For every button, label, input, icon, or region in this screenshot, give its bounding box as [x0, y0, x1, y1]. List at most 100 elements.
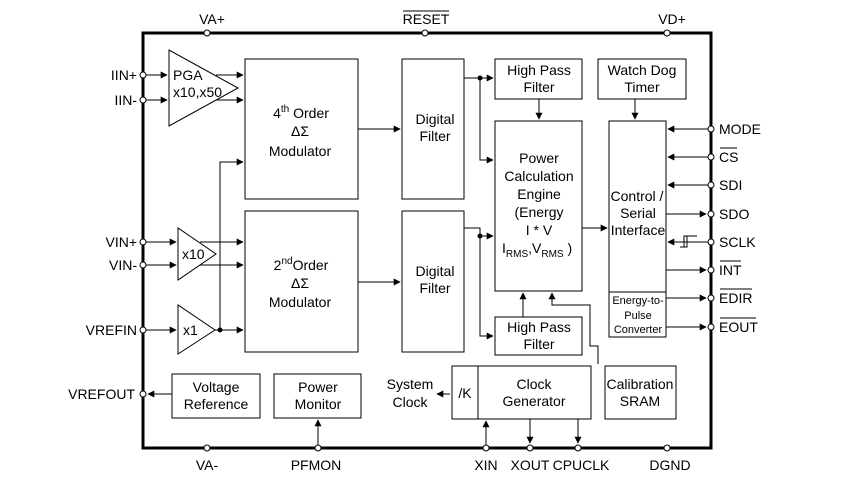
wire-filter2-to-hpf2	[479, 236, 494, 340]
pin-iin-minus	[139, 96, 147, 104]
pin-xout	[526, 444, 534, 452]
hpf2-line1: High Pass	[507, 319, 571, 335]
pin-vin-minus	[139, 261, 147, 269]
calsram-line2: SRAM	[620, 393, 660, 409]
pin-xin	[482, 444, 490, 452]
pin-cpuclk	[574, 444, 582, 452]
engine-line1: Power	[519, 150, 559, 166]
pin-cs	[707, 153, 715, 161]
pin-vin-plus	[139, 238, 147, 246]
wire-filter2-to-engine	[464, 227, 494, 240]
modulator-4th-order	[244, 58, 359, 200]
label-iin-plus: IIN+	[111, 67, 137, 83]
mod4-name: Modulator	[269, 143, 332, 159]
energy-to-pulse-converter	[608, 291, 667, 338]
pin-int	[707, 266, 715, 274]
amp-x10	[177, 227, 217, 281]
label-dgnd: DGND	[649, 457, 690, 473]
control-line3: Interface	[611, 222, 666, 238]
pin-sdi	[707, 181, 715, 189]
calibration-sram	[604, 365, 677, 420]
amp-x1	[177, 304, 216, 355]
wire-filter1-to-engine	[479, 78, 494, 164]
label-va-minus: VA-	[196, 457, 219, 473]
pin-vrefout	[139, 390, 147, 398]
engine-line5: I * V	[526, 222, 553, 238]
label-vin-minus: VIN-	[109, 257, 137, 273]
junction-filter2	[477, 233, 483, 239]
clock-generator	[477, 365, 592, 420]
pin-vrefin	[139, 326, 147, 334]
modulator-2nd-order	[244, 210, 359, 353]
engine-line3: Engine	[517, 186, 561, 202]
pin-va-plus	[203, 29, 211, 37]
system-clock-line1: System	[387, 376, 434, 392]
label-sdo: SDO	[719, 206, 749, 222]
label-reset: RESET	[403, 11, 450, 27]
digital-filter-1	[401, 58, 465, 200]
label-iin-minus: IIN-	[114, 92, 137, 108]
e2p-line2: Pulse	[624, 310, 652, 322]
pin-pfmon	[314, 444, 322, 452]
power-calculation-engine	[494, 120, 583, 292]
divk-label: /K	[458, 385, 472, 401]
engine-line6: IRMS,VRMS )	[502, 240, 572, 260]
label-va-plus: VA+	[199, 11, 225, 27]
label-pfmon: PFMON	[291, 457, 342, 473]
calsram-line1: Calibration	[607, 376, 674, 392]
pin-edir	[707, 294, 715, 302]
system-clock-line2: Clock	[392, 394, 428, 410]
mod4-title: 4th Order	[273, 104, 329, 121]
schmitt-trigger-icon	[680, 235, 697, 248]
vref-line2: Reference	[184, 396, 249, 412]
pmon-line2: Monitor	[295, 396, 342, 412]
mod4-delta-sigma: ΔΣ	[291, 123, 309, 139]
pin-sclk	[707, 238, 715, 246]
pin-va-minus	[203, 444, 211, 452]
voltage-reference	[171, 373, 261, 419]
pin-dgnd	[663, 444, 671, 452]
pin-iin-plus	[139, 71, 147, 79]
label-edir: EDIR	[719, 290, 752, 306]
pin-mode	[707, 125, 715, 133]
label-xout: XOUT	[511, 457, 550, 473]
digital-filter-2-line1: Digital	[416, 263, 455, 279]
control-line1: Control /	[611, 188, 664, 204]
pin-reset	[421, 29, 429, 37]
pin-sdo	[707, 210, 715, 218]
digital-filter-2-line2: Filter	[419, 280, 450, 296]
label-cs: CS	[719, 149, 738, 165]
pga-amplifier	[168, 49, 240, 127]
junction-filter1	[477, 75, 483, 81]
label-vrefout: VREFOUT	[68, 386, 135, 402]
amp-x10-label: x10	[182, 246, 205, 262]
vref-line1: Voltage	[193, 379, 240, 395]
label-vd-plus: VD+	[658, 11, 686, 27]
pin-eout	[707, 323, 715, 331]
label-mode: MODE	[719, 121, 761, 137]
wire-sram-to-engine	[548, 292, 599, 364]
label-sdi: SDI	[719, 177, 742, 193]
mod2-name: Modulator	[269, 294, 332, 310]
label-sclk: SCLK	[719, 234, 756, 250]
amp-x1-label: x1	[183, 322, 198, 338]
wire-vref-to-mod4	[219, 158, 244, 330]
power-monitor	[273, 373, 362, 419]
high-pass-filter-2	[494, 316, 583, 356]
digital-filter-1-line1: Digital	[416, 111, 455, 127]
watchdog-line1: Watch Dog	[608, 62, 677, 78]
e2p-line3: Converter	[614, 324, 663, 336]
label-vin-plus: VIN+	[105, 234, 137, 250]
mod2-delta-sigma: ΔΣ	[291, 275, 309, 291]
junction-vref	[217, 327, 223, 333]
pin-vd-plus	[663, 29, 671, 37]
label-xin: XIN	[474, 457, 497, 473]
mod2-title: 2ndOrder	[274, 256, 329, 273]
engine-line2: Calculation	[504, 168, 573, 184]
e2p-line1: Energy-to-	[612, 295, 664, 307]
watch-dog-timer	[597, 58, 687, 100]
digital-filter-1-line2: Filter	[419, 128, 450, 144]
pga-label-2: x10,x50	[173, 84, 222, 100]
control-line2: Serial	[620, 205, 656, 221]
